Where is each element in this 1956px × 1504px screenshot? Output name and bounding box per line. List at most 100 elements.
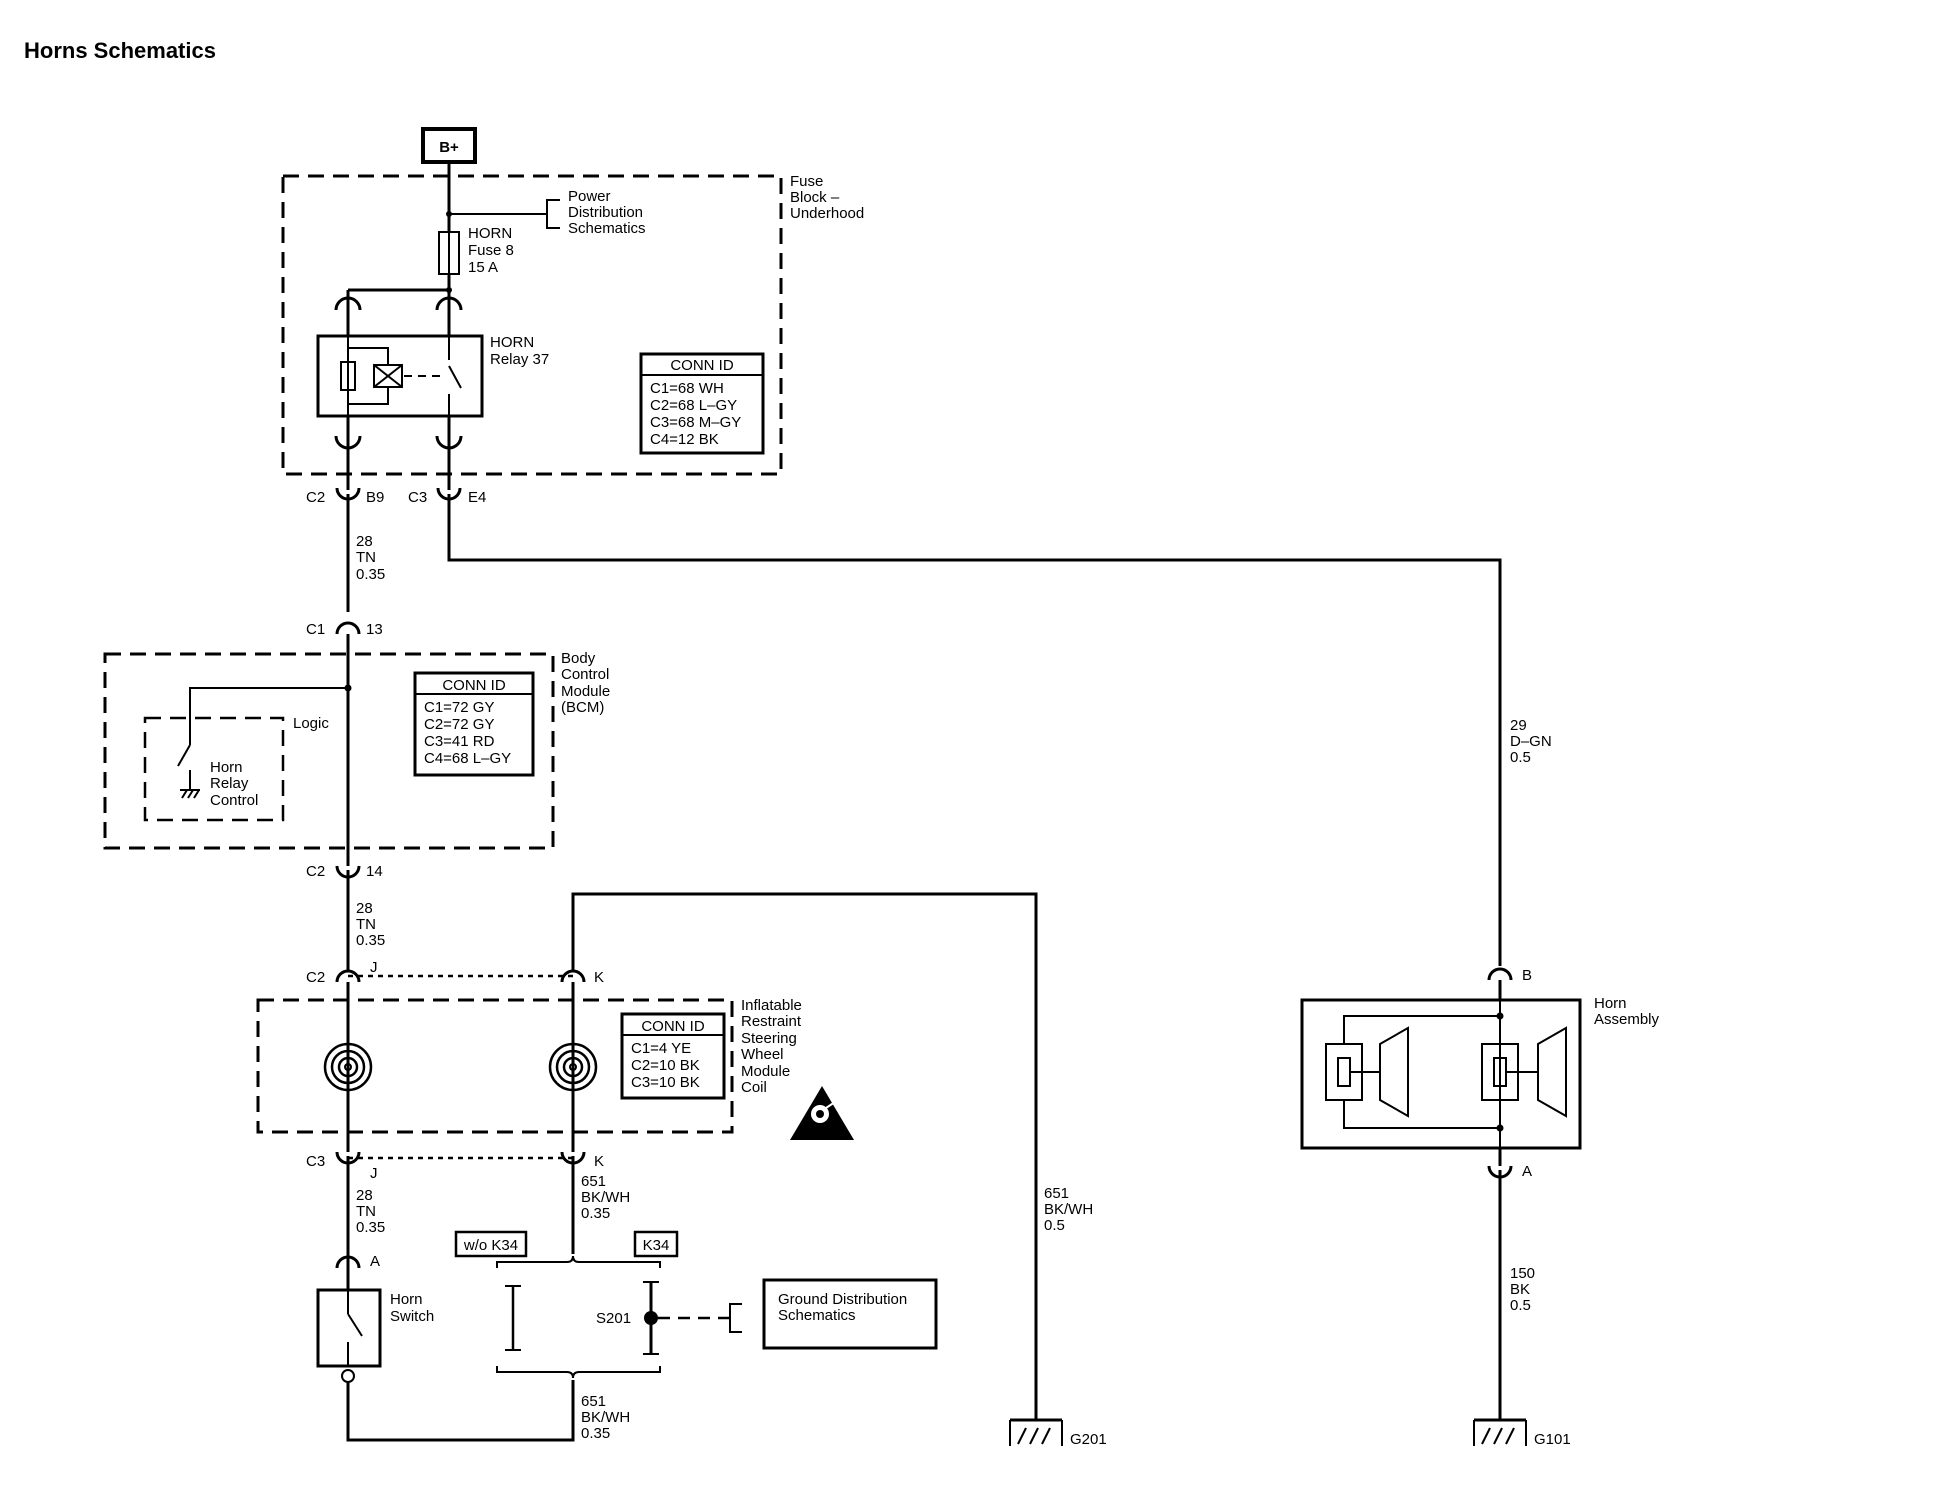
bcm-conn-id-table: CONN ID C1=72 GY C2=72 GY C3=41 RD C4=68… bbox=[413, 671, 535, 777]
horn-switch: A Horn Switch bbox=[316, 1253, 434, 1383]
svg-text:Inflatable: Inflatable bbox=[741, 997, 802, 1014]
wire-150-bk-label: 150 BK 0.5 bbox=[1510, 1265, 1535, 1314]
svg-text:C1=68 WH: C1=68 WH bbox=[650, 380, 724, 397]
svg-text:BK/WH: BK/WH bbox=[581, 1189, 630, 1206]
svg-text:C1=72 GY: C1=72 GY bbox=[424, 699, 494, 716]
svg-text:Control: Control bbox=[210, 792, 258, 809]
connector-e4-label: E4 bbox=[468, 489, 486, 506]
svg-text:K: K bbox=[594, 969, 604, 986]
svg-text:B: B bbox=[1522, 967, 1532, 984]
svg-text:0.5: 0.5 bbox=[1510, 1297, 1531, 1314]
svg-text:Horn: Horn bbox=[1594, 995, 1627, 1012]
svg-text:Underhood: Underhood bbox=[790, 205, 864, 222]
option-without-k34: w/o K34 bbox=[463, 1237, 518, 1254]
svg-text:Module: Module bbox=[741, 1063, 790, 1080]
svg-text:C2: C2 bbox=[306, 863, 325, 880]
svg-text:651: 651 bbox=[581, 1393, 606, 1410]
svg-text:TN: TN bbox=[356, 549, 376, 566]
horn-assembly: B Horn Assembly A bbox=[1300, 967, 1660, 1180]
svg-text:C4=12 BK: C4=12 BK bbox=[650, 431, 719, 448]
option-k34: K34 bbox=[643, 1237, 670, 1254]
svg-text:G101: G101 bbox=[1534, 1431, 1571, 1448]
svg-text:0.5: 0.5 bbox=[1510, 749, 1531, 766]
splice-s201-label: S201 bbox=[596, 1310, 631, 1327]
wire-651-bk-wh-1-label: 651 BK/WH 0.35 bbox=[581, 1173, 630, 1222]
svg-text:Fuse 8: Fuse 8 bbox=[468, 242, 514, 259]
svg-text:C2=10 BK: C2=10 BK bbox=[631, 1057, 700, 1074]
svg-text:Wheel: Wheel bbox=[741, 1046, 784, 1063]
svg-text:0.35: 0.35 bbox=[581, 1205, 610, 1222]
horn-fuse-8: HORN Fuse 8 15 A bbox=[438, 225, 514, 276]
option-brackets: w/o K34 K34 S201 bbox=[454, 1230, 742, 1379]
svg-text:28: 28 bbox=[356, 533, 373, 550]
power-distribution-reference: Power Distribution Schematics bbox=[446, 188, 646, 237]
connector-c3-label: C3 bbox=[408, 489, 427, 506]
svg-text:C2=72 GY: C2=72 GY bbox=[424, 716, 494, 733]
svg-text:0.35: 0.35 bbox=[581, 1425, 610, 1442]
svg-text:Coil: Coil bbox=[741, 1079, 767, 1096]
svg-text:0.35: 0.35 bbox=[356, 566, 385, 583]
svg-text:150: 150 bbox=[1510, 1265, 1535, 1282]
wire-651-bk-wh-2-label: 651 BK/WH 0.35 bbox=[581, 1393, 630, 1442]
battery-terminal: B+ bbox=[421, 127, 477, 164]
svg-text:651: 651 bbox=[1044, 1185, 1069, 1202]
wire-29-d-gn bbox=[447, 494, 1502, 966]
svg-text:Schematics: Schematics bbox=[778, 1307, 856, 1324]
coil-label: Inflatable Restraint Steering Wheel Modu… bbox=[741, 997, 802, 1096]
wire-651-bk-wh-ground-label: 651 BK/WH 0.5 bbox=[1044, 1185, 1093, 1234]
horn-relay-37: HORN Relay 37 bbox=[316, 296, 549, 450]
svg-text:C3=41 RD: C3=41 RD bbox=[424, 733, 495, 750]
svg-text:TN: TN bbox=[356, 1203, 376, 1220]
svg-text:Steering: Steering bbox=[741, 1030, 797, 1047]
svg-text:CONN ID: CONN ID bbox=[670, 357, 734, 374]
svg-text:BK/WH: BK/WH bbox=[1044, 1201, 1093, 1218]
inflatable-restraint-coil: C2 J K CONN ID C1=4 YE C2=10 BK C3=10 BK… bbox=[256, 959, 854, 1182]
svg-text:Block –: Block – bbox=[790, 189, 840, 206]
svg-text:Distribution: Distribution bbox=[568, 204, 643, 221]
svg-text:Power: Power bbox=[568, 188, 611, 205]
ground-g101: G101 bbox=[1473, 1418, 1571, 1448]
wire-29-d-gn-label: 29 D–GN 0.5 bbox=[1510, 717, 1552, 766]
svg-text:15 A: 15 A bbox=[468, 259, 498, 276]
svg-text:J: J bbox=[370, 959, 378, 976]
wire-651-bk-wh-ground bbox=[571, 892, 1038, 1420]
horn-switch-return-wire bbox=[346, 1380, 575, 1442]
svg-text:0.35: 0.35 bbox=[356, 932, 385, 949]
svg-text:29: 29 bbox=[1510, 717, 1527, 734]
svg-text:G201: G201 bbox=[1070, 1431, 1107, 1448]
svg-text:K: K bbox=[594, 1153, 604, 1170]
ground-distribution-reference: Ground Distribution Schematics bbox=[762, 1278, 938, 1350]
connector-b9-label: B9 bbox=[366, 489, 384, 506]
svg-text:Schematics: Schematics bbox=[568, 220, 646, 237]
svg-text:J: J bbox=[370, 1165, 378, 1182]
svg-text:A: A bbox=[1522, 1163, 1532, 1180]
svg-text:C2: C2 bbox=[306, 969, 325, 986]
fuse-block-label: Fuse Block – Underhood bbox=[790, 173, 864, 222]
fuse-block-underhood: Fuse Block – Underhood Power Distributio… bbox=[281, 162, 864, 476]
wire-28-tn-3-label: 28 TN 0.35 bbox=[356, 1187, 385, 1236]
body-control-module: C1 13 Body Control Module (BCM) Logic Ho… bbox=[103, 621, 610, 880]
svg-text:Control: Control bbox=[561, 666, 609, 683]
svg-text:CONN ID: CONN ID bbox=[641, 1018, 705, 1035]
svg-text:14: 14 bbox=[366, 863, 383, 880]
svg-text:C4=68 L–GY: C4=68 L–GY bbox=[424, 750, 511, 767]
svg-text:C3=68 M–GY: C3=68 M–GY bbox=[650, 414, 741, 431]
page-title: Horns Schematics bbox=[24, 38, 216, 63]
svg-text:C1=4 YE: C1=4 YE bbox=[631, 1040, 691, 1057]
clockspring-coil-1 bbox=[323, 1042, 373, 1092]
svg-text:HORN: HORN bbox=[468, 225, 512, 242]
svg-text:Fuse: Fuse bbox=[790, 173, 823, 190]
svg-text:Horn: Horn bbox=[390, 1291, 423, 1308]
ground-g201: G201 bbox=[1009, 1418, 1107, 1448]
svg-text:0.5: 0.5 bbox=[1044, 1217, 1065, 1234]
svg-text:A: A bbox=[370, 1253, 380, 1270]
clockspring-coil-2 bbox=[548, 1042, 598, 1092]
svg-text:0.35: 0.35 bbox=[356, 1219, 385, 1236]
svg-text:Relay: Relay bbox=[210, 775, 249, 792]
svg-text:Ground Distribution: Ground Distribution bbox=[778, 1291, 907, 1308]
svg-text:D–GN: D–GN bbox=[1510, 733, 1552, 750]
svg-text:Horn: Horn bbox=[210, 759, 243, 776]
svg-text:13: 13 bbox=[366, 621, 383, 638]
esd-sensitive-warning-icon bbox=[790, 1086, 854, 1140]
